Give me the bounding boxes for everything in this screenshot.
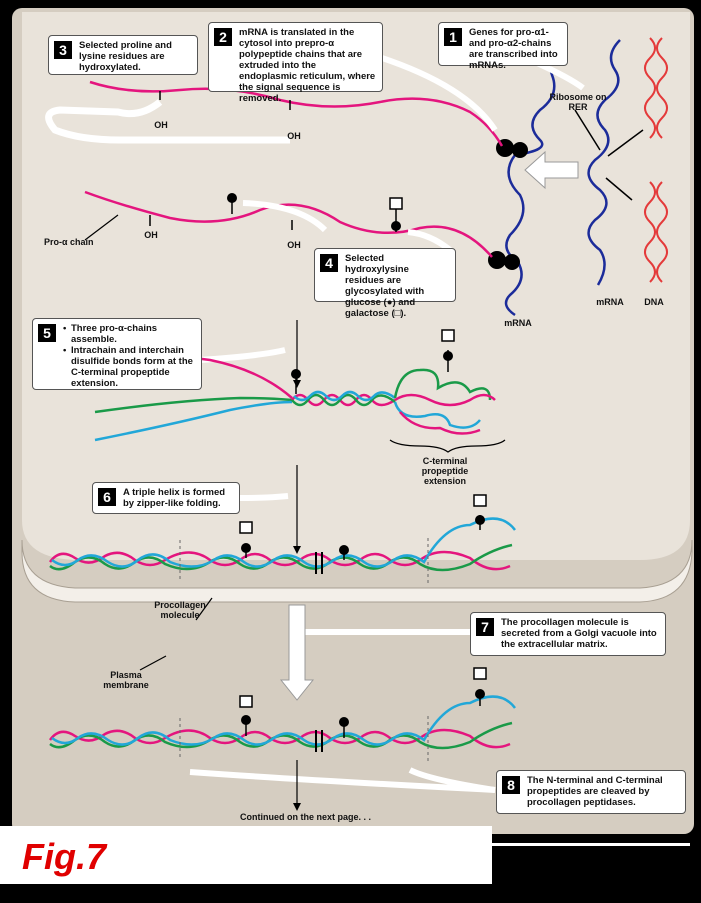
ribosome-bottom	[488, 251, 520, 270]
step8-callout-arrow	[189, 769, 496, 793]
pro-alpha-chain-top	[89, 80, 504, 147]
step-2-text: mRNA is translated in the cytosol into p…	[239, 27, 376, 104]
mrna-strand-left	[504, 34, 557, 317]
c-terminal-bracket	[389, 439, 506, 453]
glucose-icon	[339, 545, 349, 555]
step-5-number: 5	[38, 324, 56, 342]
step-6-box: 6 A triple helix is formed by zipper-lik…	[92, 482, 240, 514]
galactose-icon	[441, 329, 455, 342]
pro-alpha-chain-label: Pro-α chain	[44, 237, 94, 247]
step-2-box: 2 mRNA is translated in the cytosol into…	[208, 22, 383, 104]
glucose-icon	[241, 543, 251, 553]
mrna-label: mRNA	[596, 297, 624, 307]
arrow-line	[605, 177, 633, 201]
flow-arrowhead	[293, 546, 301, 554]
continued-label: Continued on the next page. . .	[240, 812, 372, 822]
ribosome-label: Ribosome on RER	[549, 92, 607, 112]
dna-double-helix-top	[644, 37, 668, 139]
glucose-icon	[475, 689, 485, 699]
mrna-strand-right	[587, 39, 621, 286]
pointer-arrow	[139, 655, 167, 671]
step-3-text: Selected proline and lysine residues are…	[79, 40, 172, 73]
glucose-icon	[291, 369, 301, 379]
step-5-bullet-2: Intrachain and interchain disulfide bond…	[63, 345, 195, 389]
pointer-arrow	[84, 214, 119, 241]
glucose-icon	[443, 351, 453, 361]
galactose-icon	[239, 695, 253, 708]
step-1-text: Genes for pro-α1- and pro-α2-chains are …	[469, 27, 558, 71]
c-terminal-label: C-terminal propeptide extension	[421, 456, 469, 486]
galactose-icon	[239, 521, 253, 534]
translation-arrow-icon	[524, 150, 579, 190]
procollagen-bottom-helix	[48, 695, 516, 750]
procollagen-triple-helix	[48, 517, 516, 572]
step3-callout-arrow	[45, 99, 290, 144]
step-8-text: The N-terminal and C-terminal propeptide…	[527, 775, 663, 808]
oh-label: OH	[287, 240, 301, 250]
step-1-number: 1	[444, 28, 462, 46]
step-1-box: 1 Genes for pro-α1- and pro-α2-chains ar…	[438, 22, 568, 71]
galactose-icon	[473, 494, 487, 507]
step-6-number: 6	[98, 488, 116, 506]
flow-arrowhead	[293, 380, 301, 388]
step-5-bullet-1: Three pro-α-chains assemble.	[63, 323, 195, 345]
figure-label: Fig.7	[22, 836, 107, 877]
step-2-number: 2	[214, 28, 232, 46]
plasma-membrane-label: Plasma membrane	[103, 670, 149, 690]
glucose-icon	[339, 717, 349, 727]
mrna-label: mRNA	[504, 318, 532, 328]
glucose-icon	[227, 193, 237, 203]
plasma-membrane	[21, 539, 693, 603]
arrow-line	[607, 129, 644, 157]
step8-callout-arrow	[408, 767, 496, 793]
oh-label: OH	[154, 120, 168, 130]
step-4-box: 4 Selected hydroxylysine residues are gl…	[314, 248, 456, 319]
step-8-box: 8 The N-terminal and C-terminal propepti…	[496, 770, 686, 814]
step-3-box: 3 Selected proline and lysine residues a…	[48, 35, 198, 75]
pro-alpha-chain-glycosylated	[84, 190, 493, 258]
step-7-box: 7 The procollagen molecule is secreted f…	[470, 612, 666, 656]
pointer-arrow	[195, 597, 213, 621]
step-3-number: 3	[54, 41, 72, 59]
glucose-icon	[241, 715, 251, 725]
arrow-line	[574, 109, 601, 151]
procollagen-label: Procollagen molecule	[154, 600, 206, 620]
glucose-icon	[391, 221, 401, 231]
step-4-number: 4	[320, 254, 338, 272]
step-6-text: A triple helix is formed by zipper-like …	[123, 487, 226, 509]
step4-callout-arrow	[407, 229, 452, 253]
oh-label: OH	[144, 230, 158, 240]
oh-label: OH	[287, 131, 301, 141]
figure-label-bar	[0, 826, 492, 884]
step-8-number: 8	[502, 776, 520, 794]
galactose-icon	[473, 667, 487, 680]
step-4-text: Selected hydroxylysine residues are glyc…	[345, 253, 425, 319]
glucose-icon	[475, 515, 485, 525]
secretion-arrow-icon	[279, 604, 315, 701]
step-5-box: 5 Three pro-α-chains assemble. Intrachai…	[32, 318, 202, 390]
galactose-icon	[389, 197, 403, 210]
step6-callout-arrow	[239, 493, 289, 501]
dna-double-helix-bottom	[644, 181, 668, 283]
flow-arrowhead	[293, 803, 301, 811]
figure-rule	[492, 843, 690, 846]
step4-callout-arrow	[242, 200, 328, 233]
step-7-text: The procollagen molecule is secreted fro…	[501, 617, 657, 650]
dna-label: DNA	[644, 297, 664, 307]
three-chains-assembling	[69, 352, 496, 442]
step-7-number: 7	[476, 618, 494, 636]
